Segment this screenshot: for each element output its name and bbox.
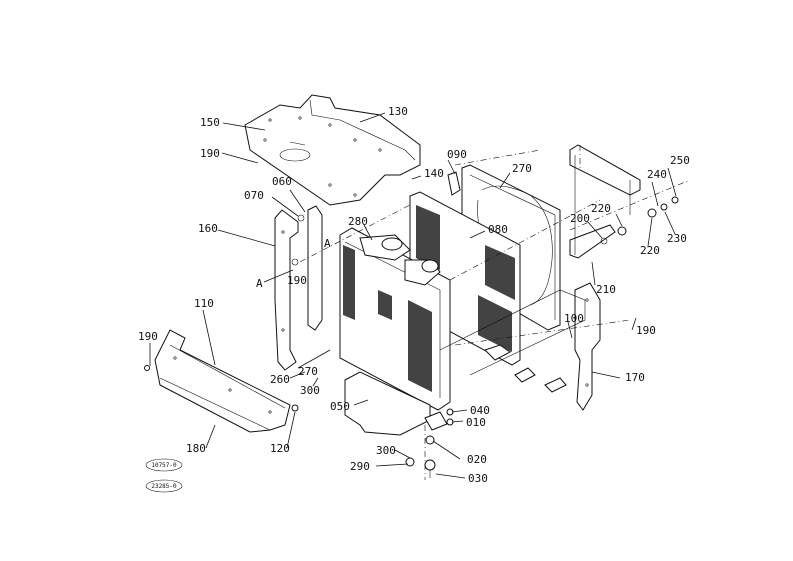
stamp-code: 10757-0 bbox=[151, 462, 177, 469]
callout-010: 010 bbox=[466, 416, 486, 429]
callout-190: 190 bbox=[138, 330, 158, 343]
right-side-panel bbox=[574, 282, 601, 411]
stamp-code: 23285-0 bbox=[151, 483, 177, 490]
lower-guard bbox=[144, 329, 299, 433]
callout-270: 270 bbox=[298, 365, 318, 378]
callout-150: 150 bbox=[200, 116, 220, 129]
top-shroud-cover bbox=[244, 94, 421, 206]
callout-130: 130 bbox=[388, 105, 408, 118]
callout-220: 220 bbox=[591, 202, 611, 215]
callout-100: 100 bbox=[564, 312, 584, 325]
callout-280: 280 bbox=[348, 215, 368, 228]
left-side-panel bbox=[274, 209, 299, 371]
callout-labels: 130 150 190 090 270 250 140 060 070 240 … bbox=[138, 105, 690, 485]
radiator-core bbox=[339, 227, 451, 411]
callout-160: 160 bbox=[198, 222, 218, 235]
callout-210: 210 bbox=[596, 283, 616, 296]
left-bracket bbox=[291, 205, 323, 331]
callout-180: 180 bbox=[186, 442, 206, 455]
callout-260: 260 bbox=[270, 373, 290, 386]
callout-250: 250 bbox=[670, 154, 690, 167]
upper-right-bracket bbox=[569, 144, 679, 259]
callout-a: A bbox=[256, 277, 263, 290]
callout-060: 060 bbox=[272, 175, 292, 188]
callout-040: 040 bbox=[470, 404, 490, 417]
callout-200: 200 bbox=[570, 212, 590, 225]
callout-070: 070 bbox=[244, 189, 264, 202]
callout-190: 190 bbox=[636, 324, 656, 337]
callout-110: 110 bbox=[194, 297, 214, 310]
callout-080: 080 bbox=[488, 223, 508, 236]
callout-030: 030 bbox=[468, 472, 488, 485]
callout-020: 020 bbox=[467, 453, 487, 466]
callout-a: A bbox=[324, 237, 331, 250]
callout-140: 140 bbox=[424, 167, 444, 180]
callout-050: 050 bbox=[330, 400, 350, 413]
callout-120: 120 bbox=[270, 442, 290, 455]
bottom-frame bbox=[344, 289, 586, 478]
leader-lines bbox=[149, 112, 677, 479]
callout-170: 170 bbox=[625, 371, 645, 384]
callout-190: 190 bbox=[200, 147, 220, 160]
callout-300: 300 bbox=[376, 444, 396, 457]
alignment-lines bbox=[299, 145, 691, 480]
callout-240: 240 bbox=[647, 168, 667, 181]
callout-230: 230 bbox=[667, 232, 687, 245]
callout-220: 220 bbox=[640, 244, 660, 257]
reference-stamps: 10757-0 23285-0 bbox=[145, 458, 183, 493]
callout-090: 090 bbox=[447, 148, 467, 161]
callout-190: 190 bbox=[287, 274, 307, 287]
callout-290: 290 bbox=[350, 460, 370, 473]
callout-270: 270 bbox=[512, 162, 532, 175]
callout-300: 300 bbox=[300, 384, 320, 397]
